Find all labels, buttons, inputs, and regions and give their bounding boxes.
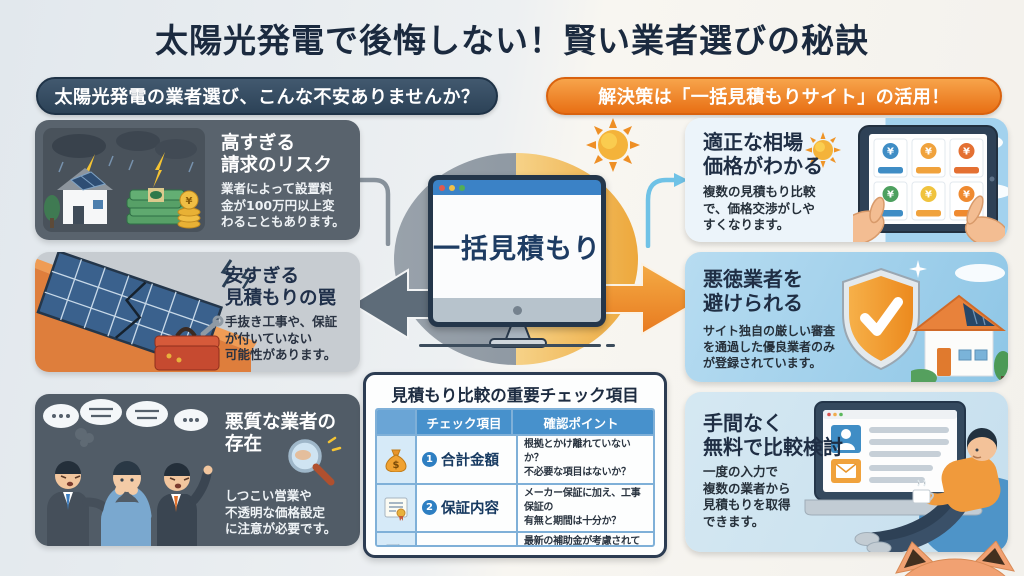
monitor: 一括見積もり xyxy=(428,175,606,327)
point-column-header: 確認ポイント xyxy=(511,410,653,434)
check-item-label: 合計金額 xyxy=(441,452,499,469)
benefit-card-avoid-bad-contractors: 悪徳業者を 避けられる サイト独自の厳しい審査 を通過した優良業者のみ が登録さ… xyxy=(685,252,1008,382)
row-number-badge: 1 xyxy=(422,451,437,467)
check-point-text: メーカー保証に加え、工事保証の 有無と期間は十分か？ xyxy=(516,484,653,532)
svg-text:¥: ¥ xyxy=(925,190,932,201)
checklist-header-row: チェック項目 確認ポイント xyxy=(377,410,653,434)
sun-icon xyxy=(586,118,640,172)
item-column-header: チェック項目 xyxy=(415,410,511,434)
benefit-card-fair-price: ¥ ¥ ¥ ¥ ¥ ¥ xyxy=(685,118,1008,242)
row-number-badge: 2 xyxy=(422,500,437,516)
ground-line xyxy=(419,344,601,347)
money-bag-icon: $ xyxy=(377,436,415,483)
tablet-price-comparison-illustration: ¥ ¥ ¥ ¥ ¥ ¥ xyxy=(853,125,1005,242)
storm-house-money-illustration: ¥ xyxy=(43,128,205,232)
worry-card-bad-contractors: 悪質な業者の 存在 しつこい営業や 不透明な価格設定 に注意が必要です。 xyxy=(35,394,360,546)
cracked-solar-panel-illustration xyxy=(35,252,257,372)
check-item-label: 保証内容 xyxy=(441,501,499,518)
page-title: 太陽光発電で後悔しない！賢い業者選びの秘訣 xyxy=(155,21,869,60)
monitor-chin xyxy=(433,298,601,322)
certificate-icon xyxy=(377,484,415,532)
relaxed-user-laptop-illustration xyxy=(804,401,1008,552)
house-solar-icon xyxy=(911,294,1008,382)
shield-check-icon xyxy=(842,267,920,371)
cat-ears-icon xyxy=(895,541,1016,576)
card-body: 複数の見積もり比較 で、価格交渉がしや すくなります。 xyxy=(703,184,816,232)
subsidy-document-icon: ¥ xyxy=(377,533,415,545)
card-title: 安すぎる 見積もりの罠 xyxy=(225,266,337,309)
card-body: しつこい営業や 不透明な価格設定 に注意が必要です。 xyxy=(225,488,337,536)
check-point-text: 根拠とかけ離れていないか？ 不必要な項目はないか？ xyxy=(516,436,653,483)
ground-line-dash xyxy=(606,344,615,347)
left-section-header: 太陽光発電の業者選び、こんな不安ありませんか？ xyxy=(36,77,498,115)
card-body: 手抜き工事や、保証 が付いていない 可能性があります。 xyxy=(225,314,338,362)
card-body: 業者によって設置料 金が100万円以上変 わることもあります。 xyxy=(221,181,345,229)
right-section-header: 解決策は「一括見積もりサイト」の活用！ xyxy=(546,77,1002,115)
window-close-dot xyxy=(439,184,445,191)
card-title: 悪質な業者の 存在 xyxy=(225,412,337,455)
card-title: 高すぎる 請求のリスク xyxy=(221,133,333,176)
card-title: 適正な相場 価格がわかる xyxy=(703,130,823,178)
monitor-screen-label: 一括見積もり xyxy=(433,195,601,298)
window-maximize-dot xyxy=(459,184,465,191)
svg-text:¥: ¥ xyxy=(925,147,932,158)
sparkle-icon xyxy=(909,260,927,278)
card-title: 悪徳業者を 避けられる xyxy=(703,267,803,315)
checklist-panel: 見積もり比較の重要チェック項目 チェック項目 確認ポイント $ 1 合計金額 xyxy=(363,372,667,558)
checklist-row-subsidy: ¥ 3 補助金 最新の補助金が考慮されているか？ 申請サポートはあるか？ xyxy=(377,531,653,547)
card-title: 手間なく 無料で比較検討 xyxy=(703,411,843,459)
card-body: 一度の入力で 複数の業者から 見積もりを取得 できます。 xyxy=(703,464,791,529)
left-connector-line xyxy=(356,177,391,246)
card-body: サイト独自の厳しい審査 を通過した優良業者のみ が登録されています。 xyxy=(703,324,836,370)
svg-text:¥: ¥ xyxy=(963,190,970,201)
checklist-table: チェック項目 確認ポイント $ 1 合計金額 根拠とかけ離れていないか？ 不必要… xyxy=(375,408,655,547)
browser-titlebar xyxy=(433,180,601,195)
svg-text:¥: ¥ xyxy=(186,196,193,207)
svg-text:¥: ¥ xyxy=(963,147,970,158)
window-minimize-dot xyxy=(449,184,455,191)
right-connector-arrow xyxy=(645,173,688,248)
monitor-logo-dot xyxy=(512,305,522,315)
pushy-salesmen-illustration xyxy=(43,399,213,546)
icon-column-header xyxy=(377,410,415,434)
cloud-icon xyxy=(955,264,1005,282)
check-point-text: 最新の補助金が考慮されているか？ 申請サポートはあるか？ xyxy=(516,533,653,545)
sun-icon xyxy=(805,132,841,168)
checklist-title: 見積もり比較の重要チェック項目 xyxy=(391,386,639,405)
worry-card-cheap-quote: 安すぎる 見積もりの罠 手抜き工事や、保証 が付いていない 可能性があります。 xyxy=(35,252,360,372)
check-item-label: 補助金 xyxy=(441,546,485,547)
svg-text:$: $ xyxy=(393,460,400,471)
worry-card-high-bill: ¥ 高すぎる 請求のリスク 業者によって設置料 金が100万円以上変 わることも… xyxy=(35,120,360,240)
benefit-card-easy-free-comparison: 手間なく 無料で比較検討 一度の入力で 複数の業者から 見積もりを取得 できます… xyxy=(685,392,1008,552)
checklist-row-warranty: 2 保証内容 メーカー保証に加え、工事保証の 有無と期間は十分か？ xyxy=(377,482,653,532)
svg-text:¥: ¥ xyxy=(887,147,894,158)
checklist-row-total-amount: $ 1 合計金額 根拠とかけ離れていないか？ 不必要な項目はないか？ xyxy=(377,434,653,483)
svg-text:¥: ¥ xyxy=(887,190,894,201)
magnifier-icon xyxy=(288,436,342,486)
